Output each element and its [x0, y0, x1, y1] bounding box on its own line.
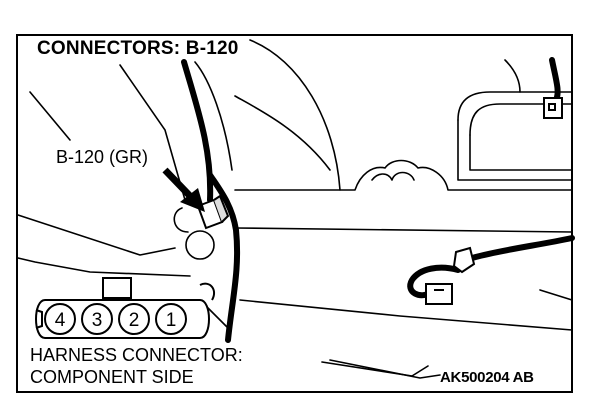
connector-pin-2: [118, 303, 150, 335]
pin-label-1: 1: [166, 310, 177, 331]
connector-right-lower: [425, 283, 453, 305]
pipe-outline: [469, 103, 573, 136]
connector-pin-4: [44, 303, 76, 335]
figure-code-suffix: AB: [512, 369, 534, 386]
harness-connector-face: [35, 277, 216, 339]
diagram-title: CONNECTORS: B-120: [35, 38, 241, 59]
leader-line: [411, 365, 429, 377]
pipe-outline: [457, 119, 573, 181]
body-panel-line: [17, 214, 176, 256]
figure-code: AK500204 AB: [440, 370, 534, 385]
harness-wire: [181, 59, 214, 203]
figure-code-number: AK500204: [440, 369, 510, 386]
pipe-outline: [504, 59, 521, 93]
connector-lock-tab: [102, 277, 132, 299]
connector-pin-1: [155, 303, 187, 335]
grommet: [185, 230, 215, 260]
body-panel-line: [249, 39, 341, 191]
grommet: [173, 207, 189, 233]
pipe-outline: [469, 134, 573, 171]
pin-label-4: 4: [55, 310, 66, 331]
body-panel-line: [234, 95, 331, 171]
leader-line: [321, 361, 413, 377]
connector-right-middle: [452, 246, 476, 274]
body-panel-line: [539, 289, 573, 301]
pipe-outline: [457, 91, 573, 121]
b120-connector: [196, 194, 230, 230]
connector-callout-label: B-120 (GR): [56, 147, 149, 167]
harness-connector-label: HARNESS CONNECTOR:: [30, 345, 243, 365]
body-panel-line: [329, 359, 441, 379]
component-side-label: COMPONENT SIDE: [30, 367, 194, 387]
connector-right-upper: [543, 97, 563, 119]
harness-wire: [469, 235, 575, 261]
harness-wire: [207, 172, 241, 343]
bracket-outline: [234, 159, 573, 191]
harness-wire: [407, 264, 461, 299]
connector-pin-3: [81, 303, 113, 335]
pin-label-3: 3: [92, 310, 103, 331]
pin-label-2: 2: [129, 310, 140, 331]
bracket-outline: [234, 227, 573, 233]
body-panel-line: [17, 257, 191, 277]
body-panel-line: [29, 91, 71, 141]
body-panel-line: [194, 61, 233, 171]
body-panel-line: [239, 299, 573, 331]
harness-wire: [549, 57, 561, 103]
body-panel-line: [119, 64, 186, 201]
callout-arrow: [162, 167, 205, 212]
bolt-head: [371, 171, 415, 181]
